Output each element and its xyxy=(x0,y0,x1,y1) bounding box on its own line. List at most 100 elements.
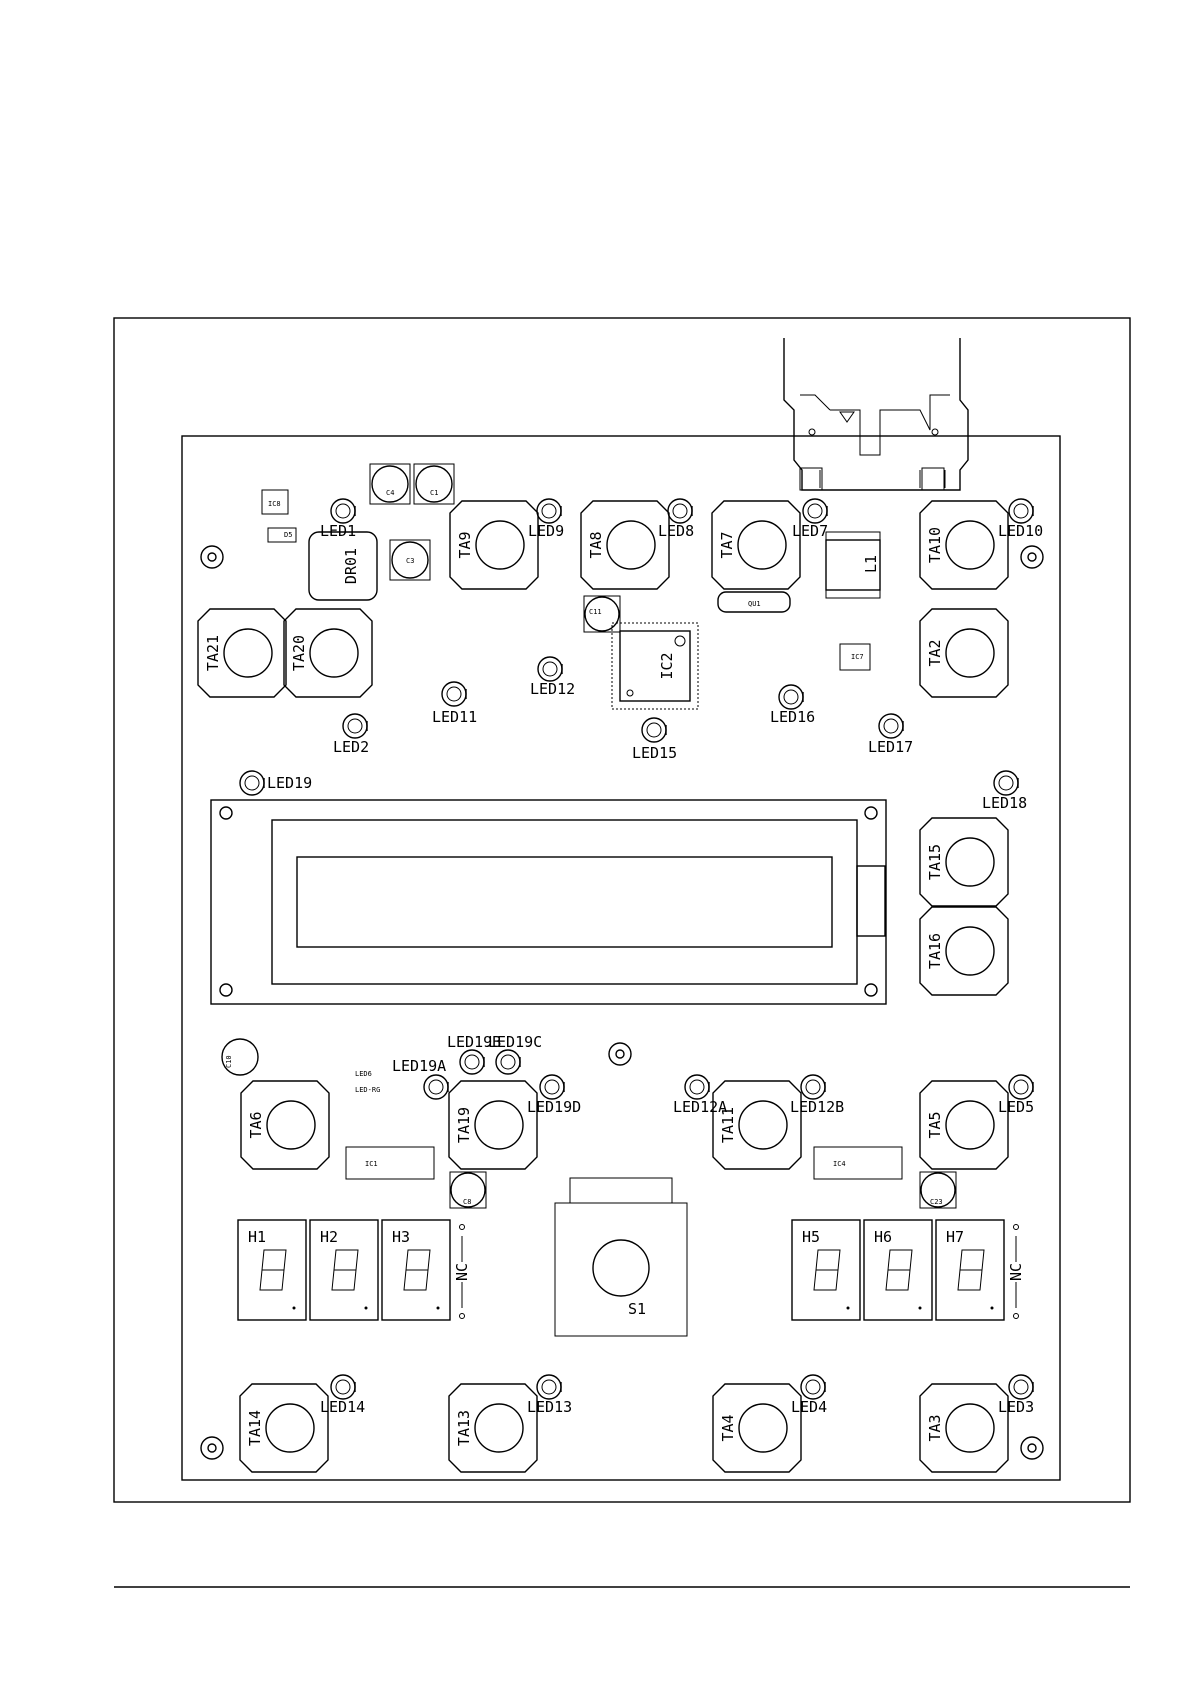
led-footprint: LED14 xyxy=(320,1374,365,1416)
led-label: LED12B xyxy=(790,1098,844,1116)
tactile-label: TA13 xyxy=(455,1410,473,1446)
led-label: LED12A xyxy=(673,1098,727,1116)
led-label: LED19B xyxy=(447,1033,501,1051)
led-label: LED15 xyxy=(632,744,677,762)
led-footprint: LED8 xyxy=(658,498,694,540)
tactile-switch: TA5 xyxy=(919,1080,1009,1170)
battery-holder xyxy=(783,338,969,491)
led-footprint: LED17 xyxy=(868,713,913,756)
led-label: LED10 xyxy=(998,522,1043,540)
ic8-label: IC8 xyxy=(268,500,281,508)
c3-label: C3 xyxy=(406,557,414,565)
tactile-label: TA16 xyxy=(926,933,944,969)
c4-label: C4 xyxy=(386,489,394,497)
tactile-switch: TA16 xyxy=(919,906,1009,996)
l1-label: L1 xyxy=(862,555,880,573)
c8-label: C8 xyxy=(463,1198,471,1206)
tactile-label: TA9 xyxy=(456,531,474,558)
tactile-label: TA3 xyxy=(926,1414,944,1441)
led-footprint: LED7 xyxy=(792,498,828,540)
mounting-holes xyxy=(200,545,1044,1460)
led-footprint: LED9 xyxy=(528,498,564,540)
c1-label: C1 xyxy=(430,489,438,497)
seven-segment-displays: H1 H2 H3 H5 H6 H7 xyxy=(237,1219,1005,1321)
display-label: H3 xyxy=(392,1228,410,1246)
led-label: LED13 xyxy=(527,1398,572,1416)
led-label: LED18 xyxy=(982,794,1027,812)
led-footprint: LED2 xyxy=(333,713,369,756)
tactile-switch: TA19 xyxy=(448,1080,538,1170)
led-footprint: LED19A xyxy=(392,1057,449,1100)
tactile-switch: TA13 xyxy=(448,1383,538,1473)
display-label: H6 xyxy=(874,1228,892,1246)
c11-label: C11 xyxy=(589,608,602,616)
tactile-label: TA15 xyxy=(926,844,944,880)
nc-label-left: NC xyxy=(453,1263,471,1281)
d5-label: D5 xyxy=(284,531,292,539)
ic1-label: IC1 xyxy=(365,1160,378,1168)
s1-label: S1 xyxy=(628,1300,646,1318)
led-label: LED19D xyxy=(527,1098,581,1116)
tactile-switch: TA6 xyxy=(240,1080,330,1170)
led-footprint: LED11 xyxy=(432,681,477,726)
led-footprint: LED12 xyxy=(530,656,575,698)
tactile-switch: TA20 xyxy=(283,608,373,698)
lcd-module xyxy=(210,799,887,1005)
qu1-label: QU1 xyxy=(748,600,761,608)
tactile-label: TA2 xyxy=(926,639,944,666)
led-footprint: LED18 xyxy=(982,770,1027,812)
led-footprint: LED13 xyxy=(527,1374,572,1416)
c23-label: C23 xyxy=(930,1198,943,1206)
tactile-label: TA6 xyxy=(247,1111,265,1138)
display-label: H7 xyxy=(946,1228,964,1246)
tactile-switch: TA2 xyxy=(919,608,1009,698)
led-label: LED1 xyxy=(320,522,356,540)
tactile-label: TA19 xyxy=(455,1107,473,1143)
tactile-switch: TA10 xyxy=(919,500,1009,590)
led-label: LED3 xyxy=(998,1398,1034,1416)
led-label: LED4 xyxy=(791,1398,827,1416)
led-rg-label: LED-RG xyxy=(355,1086,380,1094)
tactile-label: TA4 xyxy=(719,1414,737,1441)
led-footprint: LED3 xyxy=(998,1374,1034,1416)
seven-segment-display: H2 xyxy=(309,1219,379,1321)
tactile-label: TA11 xyxy=(719,1107,737,1143)
led-footprint: LED19B xyxy=(447,1033,501,1075)
ic4-label: IC4 xyxy=(833,1160,846,1168)
led-label: LED19 xyxy=(267,774,312,792)
led-label: LED9 xyxy=(528,522,564,540)
seven-segment-display: H5 xyxy=(791,1219,861,1321)
led-footprint: LED15 xyxy=(632,717,677,762)
dr01-label: DR01 xyxy=(342,548,360,584)
tactile-switch: TA15 xyxy=(919,817,1009,907)
led-footprint: LED12A xyxy=(673,1074,727,1116)
tactile-switch: TA4 xyxy=(712,1383,802,1473)
small-labels: C4 C1 C3 IC8 D5 C11 QU1 IC7 IC1 IC4 C8 C… xyxy=(225,489,943,1206)
led-label: LED19C xyxy=(488,1033,542,1051)
led-label: LED7 xyxy=(792,522,828,540)
display-label: H2 xyxy=(320,1228,338,1246)
led-label: LED14 xyxy=(320,1398,365,1416)
led-label: LED16 xyxy=(770,708,815,726)
led-label: LED19A xyxy=(392,1057,446,1075)
tactile-switch: TA21 xyxy=(197,608,287,698)
led-footprint: LED10 xyxy=(998,498,1043,540)
led-label: LED8 xyxy=(658,522,694,540)
tactile-label: TA20 xyxy=(290,635,308,671)
tactile-switch: TA3 xyxy=(919,1383,1009,1473)
led-footprint: LED19 xyxy=(239,770,312,796)
led-footprint: LED16 xyxy=(770,684,815,726)
tactile-switch: TA7 xyxy=(711,500,801,590)
display-label: H5 xyxy=(802,1228,820,1246)
seven-segment-display: H1 xyxy=(237,1219,307,1321)
tactile-label: TA7 xyxy=(718,531,736,558)
tactile-switch: TA9 xyxy=(449,500,539,590)
tactile-switch: TA8 xyxy=(580,500,670,590)
tactile-label: TA14 xyxy=(246,1410,264,1446)
seven-segment-display: H3 xyxy=(381,1219,451,1321)
drawing-frame xyxy=(113,317,1131,1588)
display-label: H1 xyxy=(248,1228,266,1246)
tactile-label: TA10 xyxy=(926,527,944,563)
